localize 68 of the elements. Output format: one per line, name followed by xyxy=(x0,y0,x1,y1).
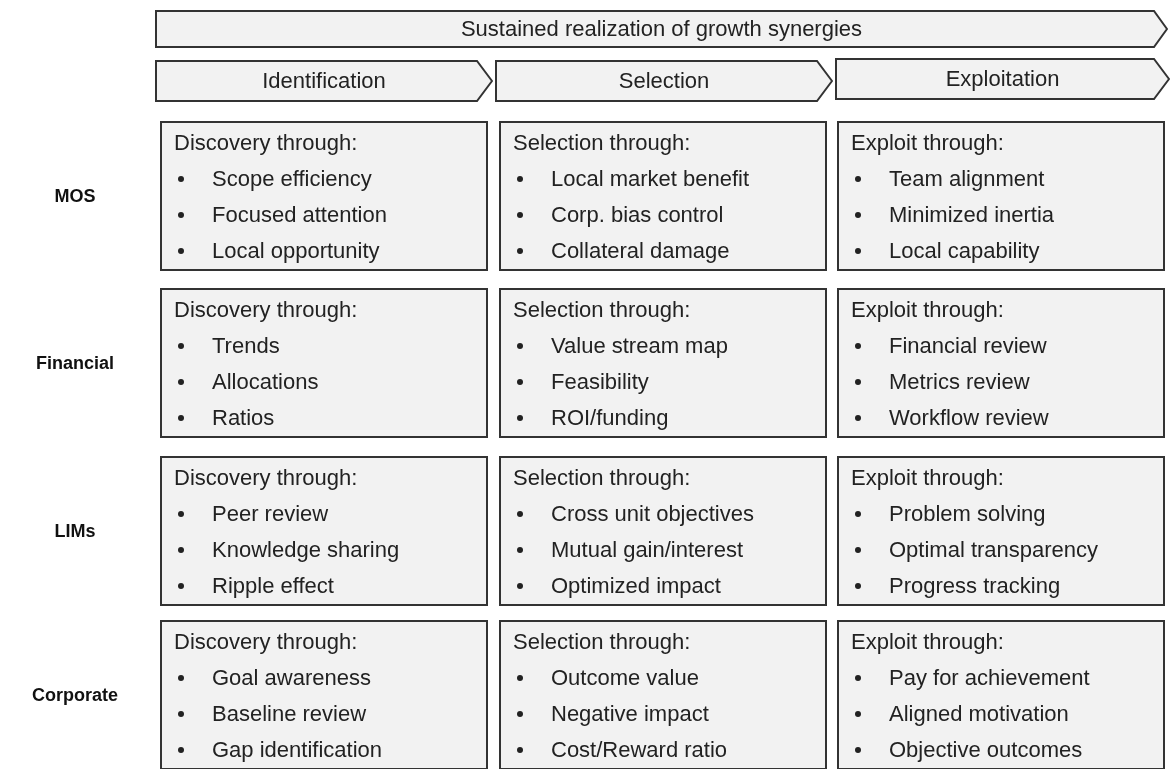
list-item-text: Local opportunity xyxy=(212,238,380,264)
heading-text: Selection through: xyxy=(513,628,691,656)
banner-title: Sustained realization of growth synergies xyxy=(460,16,863,41)
list-item-text: Minimized inertia xyxy=(889,202,1055,228)
list-item-text: Peer review xyxy=(212,501,329,527)
text-panel xyxy=(499,456,827,606)
list-item-text: Local market benefit xyxy=(551,166,750,192)
list-item-text: Workflow review xyxy=(889,405,1049,431)
list-item-text: Corp. bias control xyxy=(551,202,724,228)
text-panel xyxy=(499,288,827,438)
heading-text: Discovery through: xyxy=(174,129,358,157)
list-item-text: Team alignment xyxy=(889,166,1045,192)
list-item-text: Negative impact xyxy=(551,701,709,727)
list-item-text: Baseline review xyxy=(212,701,367,727)
heading-text: Selection through: xyxy=(513,296,691,324)
text-panel xyxy=(837,456,1165,606)
list-item-text: Pay for achievement xyxy=(889,665,1090,691)
heading-text: Exploit through: xyxy=(851,296,1004,324)
text-panel xyxy=(160,620,488,769)
list-item-text: Progress tracking xyxy=(889,573,1061,599)
text-panel xyxy=(837,288,1165,438)
list-item-text: Problem solving xyxy=(889,501,1046,527)
text-panel xyxy=(160,288,488,438)
list-item-text: Collateral damage xyxy=(551,238,730,264)
heading-text: Exploit through: xyxy=(851,464,1004,492)
heading-text: Discovery through: xyxy=(174,628,358,656)
list-item-text: Metrics review xyxy=(889,369,1030,395)
text-panel xyxy=(160,456,488,606)
list-item-text: Focused attention xyxy=(212,202,387,228)
list-item-text: Trends xyxy=(212,333,280,359)
list-item-text: Local capability xyxy=(889,238,1040,264)
row-label: Corporate xyxy=(32,684,118,706)
list-item-text: Allocations xyxy=(212,369,319,395)
list-item-text: Objective outcomes xyxy=(889,737,1083,763)
list-item-text: Outcome value xyxy=(551,665,699,691)
list-item-text: Optimized impact xyxy=(551,573,721,599)
heading-text: Selection through: xyxy=(513,129,691,157)
list-item-text: Financial review xyxy=(889,333,1047,359)
list-item-text: Gap identification xyxy=(212,737,382,763)
heading-text: Discovery through: xyxy=(174,296,358,324)
list-item-text: Value stream map xyxy=(551,333,728,359)
heading-text: Discovery through: xyxy=(174,464,358,492)
stage-label: Exploitation xyxy=(945,66,1060,91)
list-item-text: Goal awareness xyxy=(212,665,371,691)
heading-text: Selection through: xyxy=(513,464,691,492)
list-item-text: Ripple effect xyxy=(212,573,334,599)
text-panel xyxy=(837,121,1165,271)
row-label: LIMs xyxy=(54,520,96,542)
text-panel xyxy=(499,121,827,271)
list-item-text: Cross unit objectives xyxy=(551,501,754,527)
list-item-text: ROI/funding xyxy=(551,405,669,431)
stage-label: Identification xyxy=(262,68,386,93)
heading-text: Exploit through: xyxy=(851,129,1004,157)
heading-text: Exploit through: xyxy=(851,628,1004,656)
stage-label: Selection xyxy=(618,68,710,93)
list-item-text: Scope efficiency xyxy=(212,166,372,192)
row-label: Financial xyxy=(36,352,114,374)
list-item-text: Mutual gain/interest xyxy=(551,537,743,563)
text-panel xyxy=(160,121,488,271)
text-panel xyxy=(837,620,1165,769)
list-item-text: Feasibility xyxy=(551,369,649,395)
list-item-text: Optimal transparency xyxy=(889,537,1099,563)
list-item-text: Knowledge sharing xyxy=(212,537,400,563)
row-label: MOS xyxy=(54,185,96,207)
list-item-text: Cost/Reward ratio xyxy=(551,737,728,763)
list-item-text: Ratios xyxy=(212,405,275,431)
list-item-text: Aligned motivation xyxy=(889,701,1069,727)
text-panel xyxy=(499,620,827,769)
